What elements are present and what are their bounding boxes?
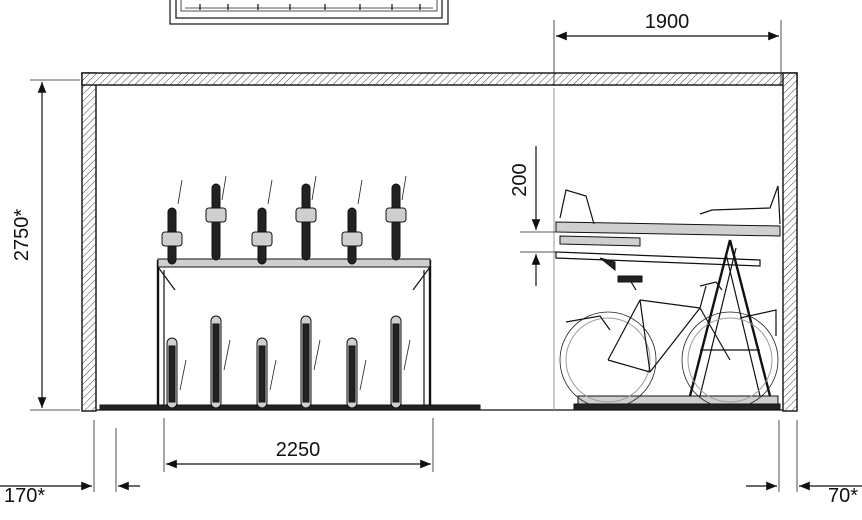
double-tier-rack-side-view <box>553 88 781 411</box>
left-wall <box>81 72 97 412</box>
ceiling <box>81 72 798 86</box>
lower-tier-bikes <box>166 315 411 409</box>
room-walls <box>81 72 798 412</box>
inset-detail-frame <box>169 0 449 25</box>
dimension-lines <box>0 20 862 492</box>
dimension-labels: 1900 2750* 200 2250 170* 70* <box>4 11 858 507</box>
dim-room-height: 2750* <box>11 209 33 261</box>
double-tier-rack-front-view <box>99 175 481 411</box>
dim-right-clearance: 70* <box>828 485 858 507</box>
right-wall <box>782 72 798 412</box>
dim-left-clearance: 170* <box>4 485 45 507</box>
upper-tier-bikes <box>161 175 407 265</box>
dim-rack-length: 2250 <box>276 439 321 461</box>
side-bicycle <box>559 275 779 409</box>
dim-tier-gap: 200 <box>509 163 531 196</box>
dim-rack-depth: 1900 <box>645 11 690 33</box>
